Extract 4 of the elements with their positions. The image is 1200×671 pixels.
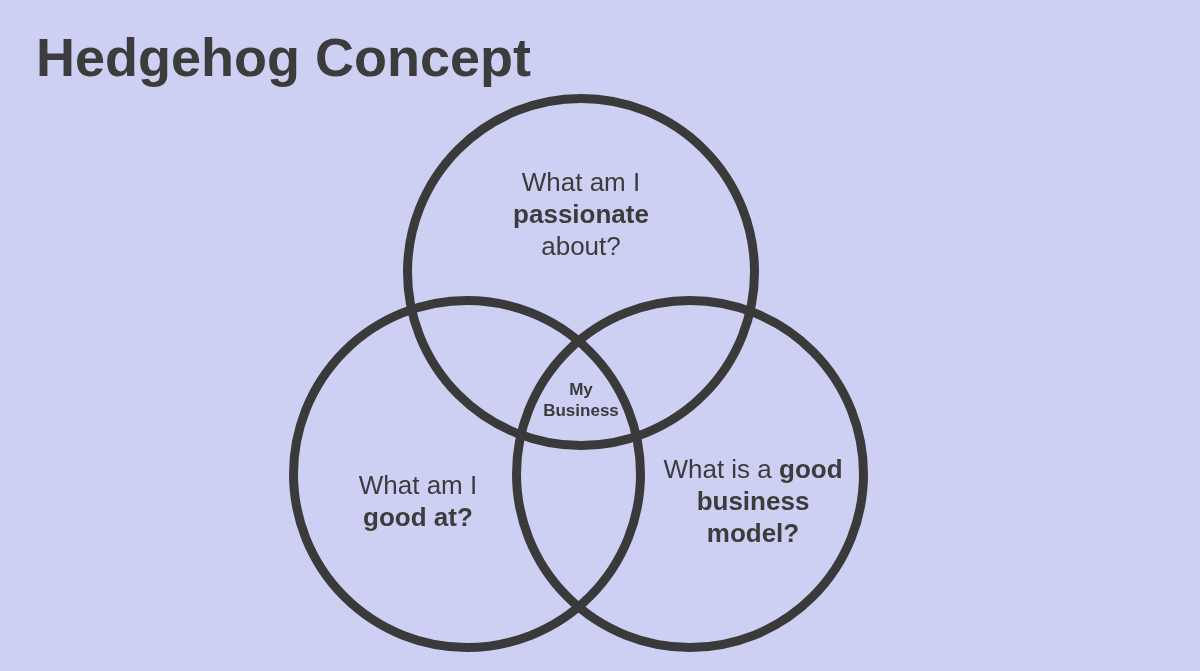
region-label: My Business [542, 379, 620, 421]
question-text: What am I passionate about? [512, 166, 650, 262]
question-text: What am I good at? [357, 469, 479, 533]
question-text: What is a good business model? [662, 453, 844, 549]
